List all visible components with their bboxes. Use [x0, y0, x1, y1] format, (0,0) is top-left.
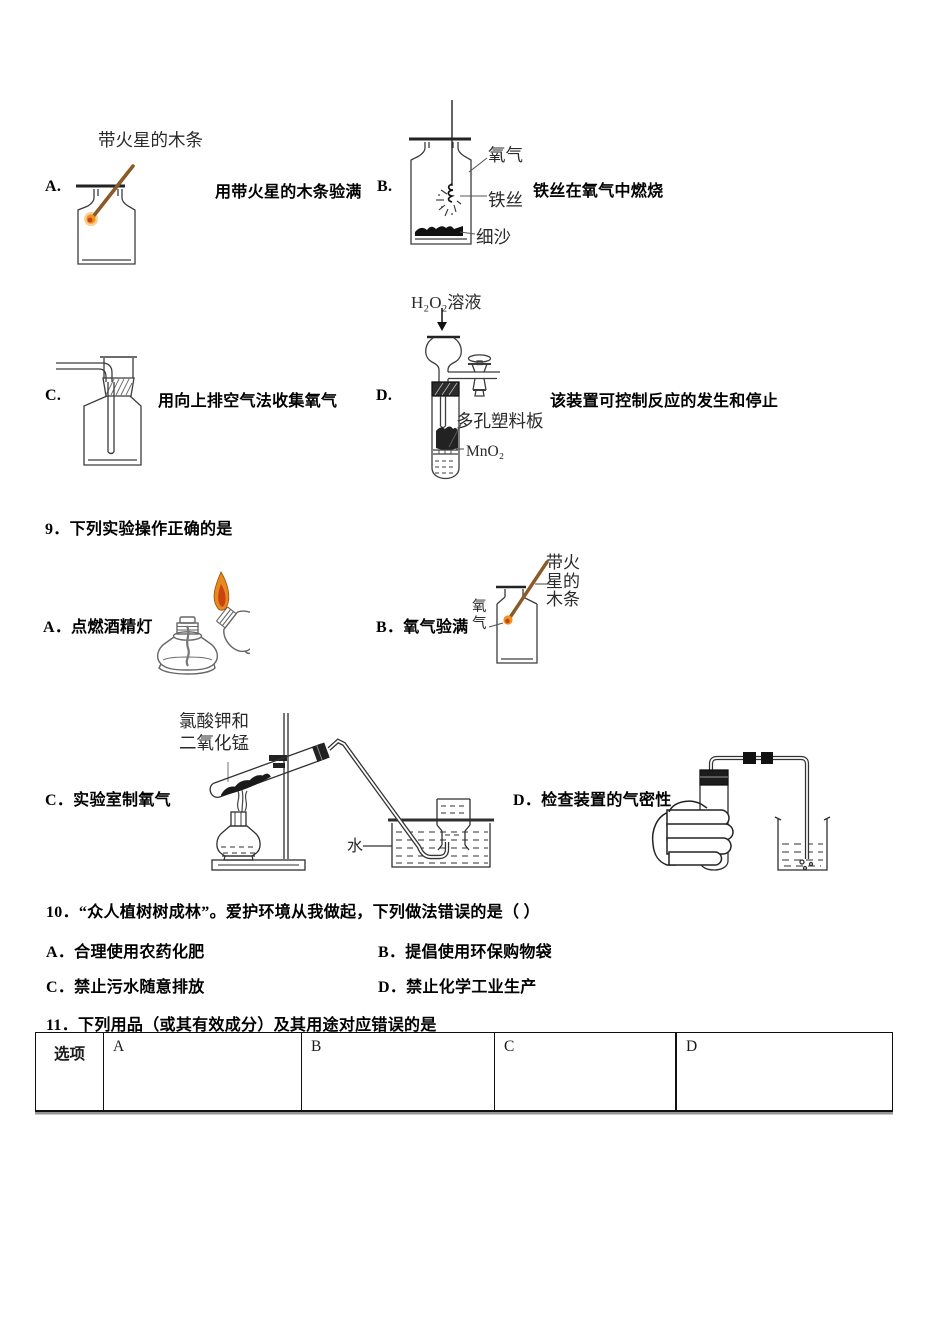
q9b-splint-label: 带火 星的 木条 — [546, 553, 580, 609]
q8b-iron-wire-bottle-diagram — [403, 98, 498, 250]
q8b-sand-label: 细沙 — [476, 227, 511, 247]
q8b-oxygen-label: 氧气 — [488, 145, 523, 165]
q8a-bottle-splint-diagram — [70, 148, 148, 270]
q9c-chemicals-label: 氯酸钾和 二氧化锰 — [179, 711, 249, 753]
q10-option-c: C．禁止污水随意排放 — [46, 979, 205, 996]
q9-option-d-label: D．检查装置的气密性 — [513, 792, 672, 809]
q9d-airtightness-check-diagram — [645, 748, 840, 880]
q8b-iron-wire-label: 铁丝 — [488, 190, 523, 210]
q9b-oxygen-label: 氧 气 — [472, 599, 487, 632]
q11-table-cell-c: C — [495, 1033, 677, 1110]
q8-option-a-letter: A. — [45, 178, 62, 195]
q8-option-a-desc: 用带火星的木条验满 — [215, 184, 362, 201]
q9a-alcohol-lamp-diagram — [130, 556, 250, 686]
q10-option-b: B．提倡使用环保购物袋 — [378, 944, 552, 961]
q8-option-d-letter: D. — [376, 387, 393, 404]
q9c-water-label: 水 — [347, 838, 364, 855]
q8-option-d-desc: 该装置可控制反应的发生和停止 — [550, 393, 779, 410]
q8-option-c-letter: C. — [45, 387, 62, 404]
q9-stem: 9．下列实验操作正确的是 — [45, 521, 233, 538]
q8d-controllable-generator-diagram — [412, 300, 517, 490]
q9c-oxygen-preparation-diagram — [195, 705, 495, 880]
q8-option-b-letter: B. — [377, 178, 393, 195]
q8-option-c-desc: 用向上排空气法收集氧气 — [158, 393, 338, 410]
q11-table-cell-a: A — [104, 1033, 302, 1110]
q8d-porous-plate-label: 多孔塑料板 — [456, 411, 544, 431]
q11-table-cell-b: B — [302, 1033, 495, 1110]
q8c-gas-collection-bottle-diagram — [48, 352, 152, 472]
q9-option-c-label: C．实验室制氧气 — [45, 792, 171, 809]
q8d-h2o2-label: H₂O₂溶液 — [411, 293, 482, 312]
q9-option-b-label: B．氧气验满 — [376, 619, 469, 636]
q10-stem: 10．“众人植树树成林”。爱护环境从我做起，下列做法错误的是（ ） — [46, 904, 540, 921]
q8-option-b-desc: 铁丝在氧气中燃烧 — [533, 183, 664, 200]
q11-table-header-xuanxiang: 选项 — [36, 1033, 104, 1110]
q10-option-d: D．禁止化学工业生产 — [378, 979, 537, 996]
q11-table-cell-d: D — [686, 1038, 698, 1055]
q11-stem: 11．下列用品（或其有效成分）及其用途对应错误的是 — [46, 1017, 437, 1034]
q9-option-a-label: A．点燃酒精灯 — [43, 619, 153, 636]
q11-options-table: 选项 A B C D — [35, 1032, 893, 1112]
q10-option-a: A．合理使用农药化肥 — [46, 944, 205, 961]
q8a-splint-label: 带火星的木条 — [98, 130, 203, 150]
q8d-mno2-label: MnO₂ — [466, 443, 505, 460]
q9b-oxygen-test-bottle-diagram — [488, 553, 560, 671]
